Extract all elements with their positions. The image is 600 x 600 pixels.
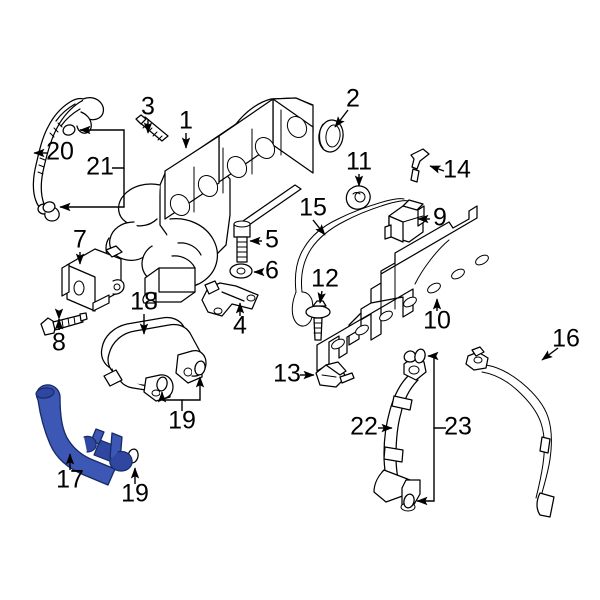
callout-17: 17 (56, 466, 84, 494)
part-16-coolant-feed-line (465, 346, 555, 518)
callout-22: 22 (350, 413, 378, 441)
part-7-wastegate-actuator (61, 245, 125, 312)
part-14-vacuum-line-connector (410, 148, 430, 183)
part-4-support-bracket (201, 280, 259, 317)
callout-16: 16 (552, 325, 580, 353)
callout-10: 10 (423, 307, 451, 335)
part-5-flange-bolt (233, 220, 251, 263)
part-10-exhaust-heat-shield (316, 205, 489, 372)
part-6-sealing-washer (229, 263, 253, 279)
bracket-23 (416, 351, 446, 506)
callout-2: 2 (346, 85, 360, 113)
callout-15: 15 (299, 194, 327, 222)
callout-14: 14 (443, 156, 471, 184)
part-11-grommet-clip (345, 185, 371, 210)
callout-4: 4 (233, 312, 247, 340)
part-1-turbocharger-assembly (105, 97, 314, 304)
callout-numbers: 1 2 3 4 5 6 7 8 9 10 11 12 13 14 15 16 1… (46, 85, 580, 508)
callout-12: 12 (311, 265, 339, 293)
part-18-oil-supply-line (100, 316, 207, 402)
callout-7: 7 (73, 226, 87, 254)
callout-18: 18 (130, 288, 158, 316)
part-19-o-ring-seal-set (156, 360, 206, 392)
part-13-cable-clip (315, 361, 355, 388)
leader-lines (33, 109, 559, 484)
callout-20: 20 (46, 138, 74, 166)
part-23-o-ring-seal-set-hose (403, 348, 426, 509)
callout-11: 11 (346, 148, 372, 176)
callout-19-b: 19 (121, 480, 149, 508)
part-2-turbo-outlet-gasket-ring (318, 119, 344, 153)
part-12-heat-shield-screw (305, 300, 331, 341)
callout-13: 13 (273, 360, 301, 388)
callout-6: 6 (265, 257, 279, 285)
bracket-21 (59, 125, 125, 212)
part-22-coolant-hose (373, 350, 427, 512)
part-9-line-retaining-clip (384, 199, 425, 243)
callout-23: 23 (444, 413, 472, 441)
part-21-o-ring-seal-set-upper (42, 124, 76, 213)
callout-8: 8 (52, 329, 66, 357)
callout-1: 1 (179, 107, 193, 135)
callout-3: 3 (141, 93, 155, 121)
callout-9: 9 (433, 204, 447, 232)
bracket-19 (157, 376, 205, 411)
part-15-vacuum-hose (291, 198, 410, 327)
callout-21: 21 (86, 153, 114, 181)
callout-5: 5 (265, 226, 279, 254)
part-17-coolant-return-line (35, 384, 133, 486)
callout-19: 19 (168, 407, 196, 435)
